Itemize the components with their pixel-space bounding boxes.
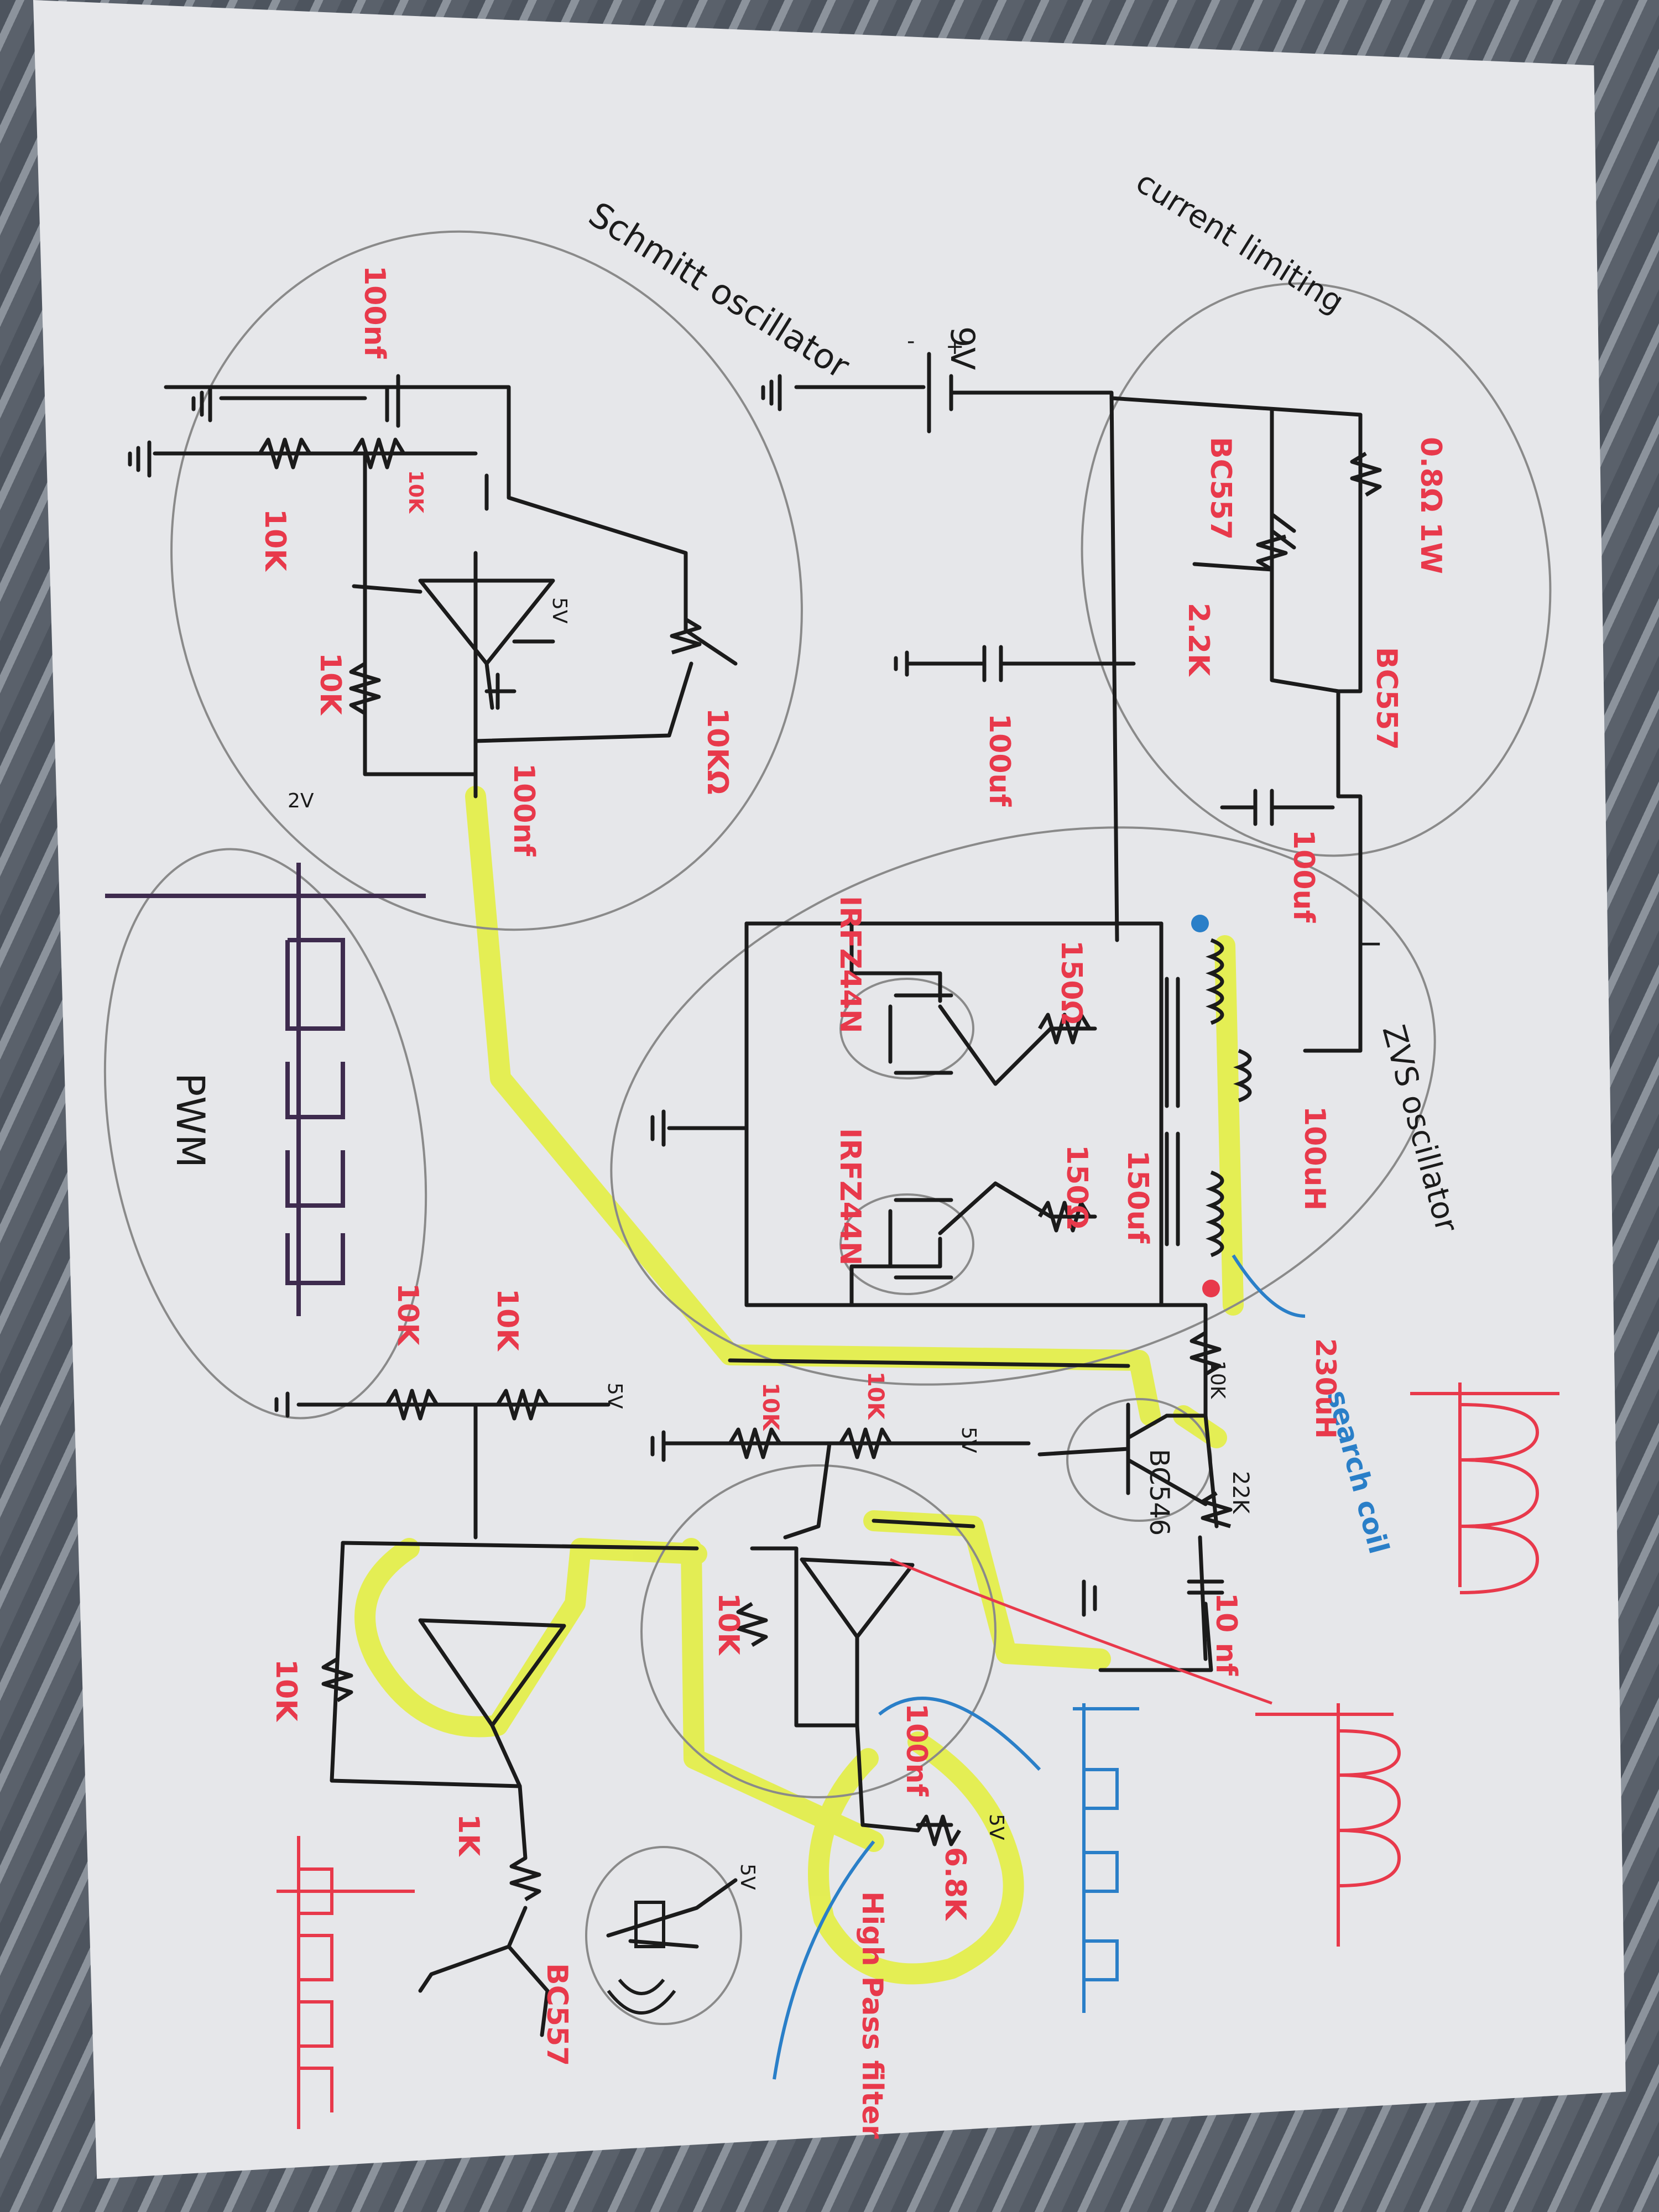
node-dot-blue xyxy=(1191,915,1209,932)
resistor-22k xyxy=(1201,1491,1233,1528)
label-5v-d: 5V xyxy=(985,1814,1008,1840)
blue-arrow-coil xyxy=(1232,1254,1306,1318)
label-battery: 9V xyxy=(943,326,982,370)
amp-opamp xyxy=(800,1557,915,1639)
label-r-div2: 10K xyxy=(491,1288,524,1352)
resistor-div3 xyxy=(728,1427,782,1459)
label-r-div4: 10K xyxy=(863,1371,888,1421)
resistor-base xyxy=(1256,534,1288,572)
label-c-100n-b: 100nf xyxy=(900,1703,933,1797)
resistor-r-schmitt-top xyxy=(258,437,312,469)
label-2v: 2V xyxy=(288,790,314,812)
labels-blue: search coil 230uH xyxy=(1310,1338,1395,1557)
label-r-schmitt-left: 10K xyxy=(314,653,347,716)
label-r-base: 2.2K xyxy=(1182,603,1215,677)
resistor-gate2 xyxy=(1037,1201,1092,1233)
heading-current: current limiting xyxy=(1130,164,1350,321)
resistor-r-schmitt-left xyxy=(349,661,381,716)
buzzer-circle xyxy=(585,1846,742,2025)
label-q4: BC557 xyxy=(540,1963,573,2066)
label-c-bulk2: 100uf xyxy=(1287,830,1320,924)
label-r-schmitt-mid: 10K xyxy=(404,470,427,514)
label-mosfet1: IRFZ44N xyxy=(833,896,867,1034)
label-r-22k: 22K xyxy=(1228,1471,1253,1515)
label-c-schmitt-top: 100nf xyxy=(358,265,391,359)
label-r-68k: 6.8K xyxy=(938,1847,972,1921)
battery-plus: + xyxy=(946,334,964,359)
label-pot-schmitt: 10KΩ xyxy=(701,708,734,795)
resistor-1k xyxy=(509,1856,541,1902)
label-r-amp: 10K xyxy=(712,1593,745,1656)
battery-minus: - xyxy=(907,328,915,354)
schmitt-circle xyxy=(170,230,803,931)
label-5v-e: 5V xyxy=(736,1864,759,1890)
resistor-div1 xyxy=(385,1389,439,1421)
comparator-opamp xyxy=(418,1618,566,1728)
resistors xyxy=(258,437,1382,1902)
buzzer xyxy=(607,1901,676,2015)
pencil-group-circles xyxy=(103,230,1552,2025)
node-dot-red xyxy=(1202,1280,1220,1297)
resistor-r-schmitt-2 xyxy=(352,437,406,469)
label-hpf: High Pass filter xyxy=(855,1891,889,2139)
label-5v-c: 5V xyxy=(957,1427,980,1453)
mosfet1-circle xyxy=(839,978,974,1079)
label-5v-b: 5V xyxy=(603,1383,626,1409)
label-r-gate1: 150Ω xyxy=(1055,940,1088,1025)
mosfet2-circle xyxy=(839,1193,974,1295)
resistor-amp xyxy=(736,1601,768,1647)
red-arrow-signal xyxy=(890,1558,1272,1705)
heading-schmitt: Schmitt oscillator xyxy=(582,194,857,387)
label-r-div1: 10K xyxy=(391,1283,424,1346)
resistor-sense xyxy=(1350,451,1382,497)
label-inductor: 100uH xyxy=(1298,1106,1331,1211)
search-coil-inductor xyxy=(1206,1170,1224,1258)
label-q3: BC546 xyxy=(1144,1449,1175,1536)
amp-circle xyxy=(640,1464,997,1798)
label-c-schmitt-out: 100nf xyxy=(507,763,540,857)
label-r-schmitt-top: 10K xyxy=(258,509,291,572)
pot-schmitt xyxy=(670,617,702,655)
label-q1: BC557 xyxy=(1204,437,1237,540)
zvs-circle xyxy=(610,826,1436,1386)
label-5v-a: 5V xyxy=(548,597,571,624)
label-i-mark: I xyxy=(1354,940,1385,948)
label-coil: 230uH xyxy=(1310,1338,1342,1439)
label-r-1k: 1K xyxy=(452,1814,485,1857)
schmitt-opamp xyxy=(418,578,555,666)
blue-waveform xyxy=(1073,1703,1139,2013)
label-c-10n: 10 nf xyxy=(1209,1593,1243,1676)
pwm-waveform xyxy=(105,863,426,1316)
resistor-gate1 xyxy=(1037,1013,1092,1045)
heading-pwm: PWM xyxy=(168,1073,213,1168)
label-r-div3: 10K xyxy=(758,1383,783,1432)
label-c-tank: 150uf xyxy=(1121,1150,1154,1244)
resistor-fb xyxy=(321,1657,353,1703)
resistor-68k xyxy=(916,1814,962,1846)
inductors xyxy=(1206,938,1252,1258)
buzzer-body xyxy=(634,1901,665,1948)
pwm-circle xyxy=(103,848,427,1420)
blue-arrow-hpf xyxy=(773,1840,875,2080)
current-limit-circle xyxy=(1081,282,1552,857)
inductor-100uh xyxy=(1233,1048,1252,1103)
red-waveforms xyxy=(276,1383,1559,2129)
buzzer-sound-icon xyxy=(607,1979,676,2015)
inductor-1 xyxy=(1206,938,1224,1025)
labels-red: 10K 10K 10K 100nf 100nf 10KΩ 0.8Ω 1W BC5… xyxy=(258,265,1447,2139)
label-r-gate2: 150Ω xyxy=(1060,1145,1093,1229)
blue-arrow-amp xyxy=(878,1697,1041,1771)
resistor-div4 xyxy=(838,1427,893,1459)
label-r-coil: 10K xyxy=(1206,1360,1229,1400)
label-q2: BC557 xyxy=(1370,647,1403,750)
resistor-div2 xyxy=(495,1389,550,1421)
label-mosfet2: IRFZ44N xyxy=(833,1128,867,1266)
label-r-sense: 0.8Ω 1W xyxy=(1414,437,1447,574)
label-c-bulk: 100uf xyxy=(983,713,1016,807)
label-r-fb: 10K xyxy=(269,1659,302,1722)
resistor-coil xyxy=(1190,1331,1222,1376)
heading-zvs: ZVS oscillator xyxy=(1375,1021,1465,1237)
